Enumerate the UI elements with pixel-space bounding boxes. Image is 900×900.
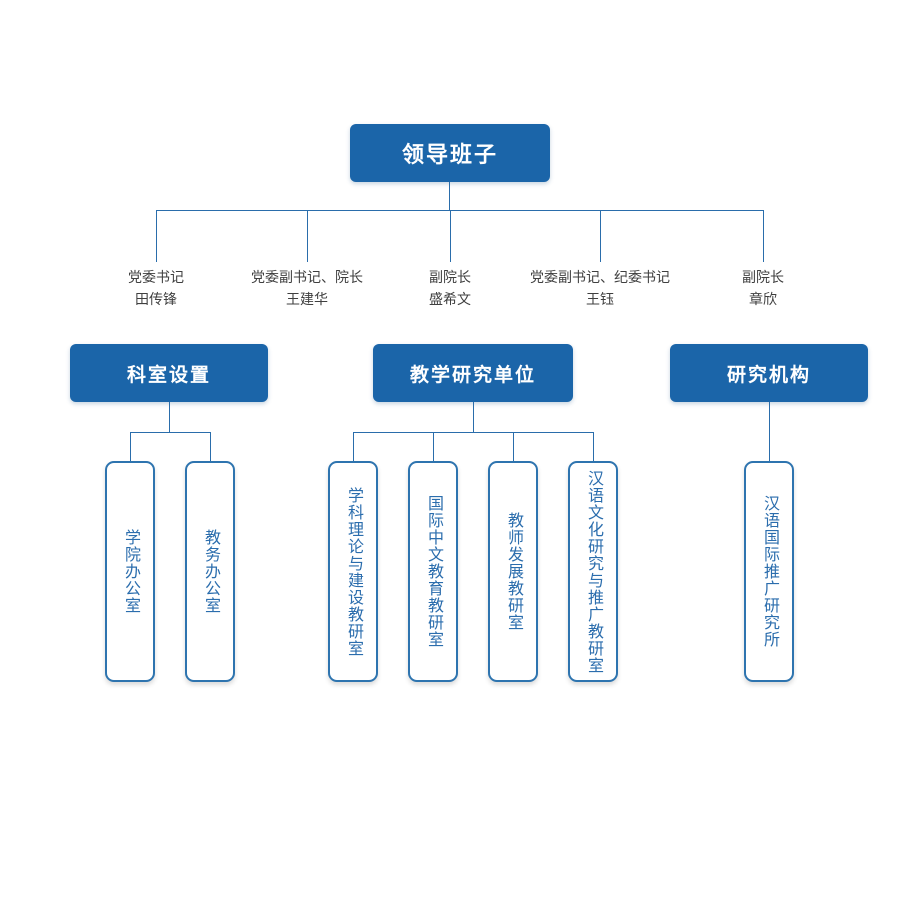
org-unit-label: 汉语文化研究与推广教研室: [585, 469, 602, 674]
leader-name: 田传锋: [135, 291, 177, 307]
leader-name: 王钰: [586, 291, 614, 307]
org-unit-box: 国际中文教育教研室: [408, 461, 458, 682]
leader-entry: 副院长 盛希文: [340, 266, 560, 310]
leader-entry: 党委副书记、纪委书记 王钰: [490, 266, 710, 310]
connector-leader-drop: [156, 210, 157, 262]
connector-child-drop: [593, 432, 594, 461]
section-label: 教学研究单位: [409, 364, 536, 386]
org-unit-box: 教务办公室: [185, 461, 235, 682]
org-unit-label: 教师发展教研室: [505, 512, 522, 631]
connector-root-stem: [449, 182, 450, 210]
connector-child-drop: [210, 432, 211, 461]
org-unit-box: 汉语国际推广研究所: [744, 461, 794, 682]
connector-section1-bus: [130, 432, 211, 433]
section-node-departments: 科室设置: [70, 344, 268, 402]
root-node-label: 领导班子: [401, 142, 498, 167]
org-unit-label: 学院办公室: [122, 529, 139, 614]
section-node-teaching-research-units: 教学研究单位: [373, 344, 573, 402]
connector-leader-drop: [600, 210, 601, 262]
connector-leader-drop: [450, 210, 451, 262]
connector-child-drop: [513, 432, 514, 461]
leader-name: 王建华: [286, 291, 328, 307]
leader-entry: 党委副书记、院长 王建华: [197, 266, 417, 310]
section-label: 研究机构: [726, 364, 811, 386]
leader-name: 盛希文: [429, 291, 471, 307]
root-node-leadership: 领导班子: [350, 124, 550, 182]
leader-entry: 副院长 章欣: [653, 266, 873, 310]
leader-name: 章欣: [749, 291, 777, 307]
connector-section3-stem: [769, 402, 770, 461]
org-unit-box: 学科理论与建设教研室: [328, 461, 378, 682]
connector-child-drop: [130, 432, 131, 461]
org-unit-box: 教师发展教研室: [488, 461, 538, 682]
leader-title: 党委副书记、纪委书记: [530, 269, 670, 285]
leader-title: 副院长: [429, 269, 471, 285]
section-node-research-institutions: 研究机构: [670, 344, 868, 402]
connector-leader-drop: [763, 210, 764, 262]
org-unit-label: 学科理论与建设教研室: [345, 486, 362, 657]
org-unit-box: 学院办公室: [105, 461, 155, 682]
connector-section1-stem: [169, 402, 170, 432]
org-unit-label: 汉语国际推广研究所: [761, 495, 778, 648]
connector-section2-stem: [473, 402, 474, 432]
connector-child-drop: [433, 432, 434, 461]
org-unit-label: 国际中文教育教研室: [425, 495, 442, 648]
leader-title: 副院长: [742, 269, 784, 285]
leader-entry: 党委书记 田传锋: [46, 266, 266, 310]
org-unit-label: 教务办公室: [202, 529, 219, 614]
connector-leaders-bus: [156, 210, 763, 211]
leader-title: 党委书记: [128, 269, 184, 285]
leader-title: 党委副书记、院长: [251, 269, 363, 285]
connector-section2-bus: [353, 432, 594, 433]
section-label: 科室设置: [126, 364, 211, 386]
connector-leader-drop: [307, 210, 308, 262]
connector-child-drop: [353, 432, 354, 461]
org-unit-box: 汉语文化研究与推广教研室: [568, 461, 618, 682]
